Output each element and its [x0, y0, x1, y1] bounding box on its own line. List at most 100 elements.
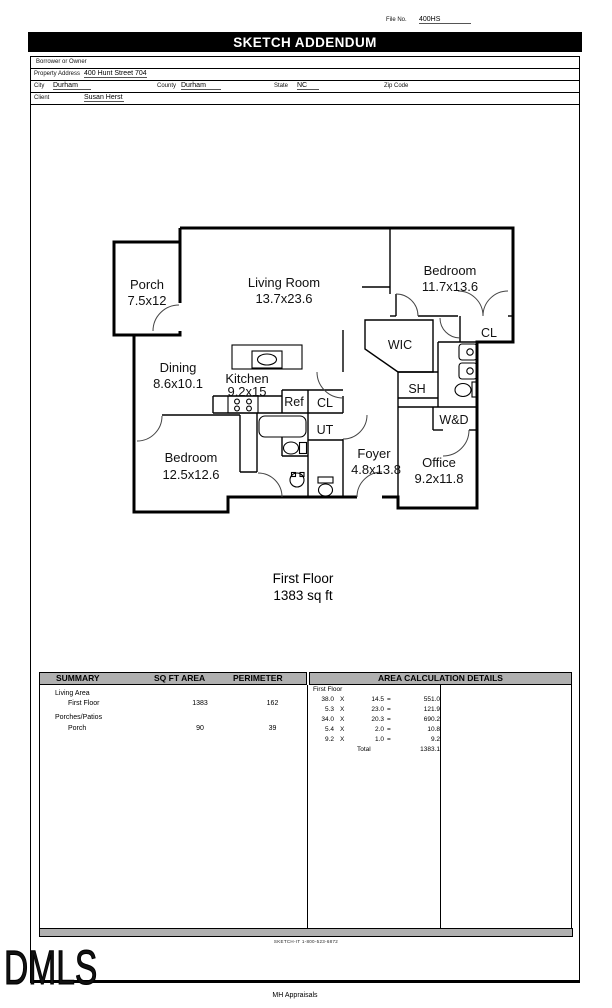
room-label-office: Office: [422, 455, 456, 470]
summary-header-bar: SUMMARY SQ FT AREA PERIMETER: [39, 672, 307, 685]
bedroom2-door-arc: [136, 415, 163, 442]
calc-total-label: Total: [357, 746, 371, 753]
calc-row4-b: 1.0: [374, 736, 384, 743]
room-label-porch: Porch: [130, 277, 164, 292]
calc-row0-eq: =: [387, 696, 391, 703]
kitchen-door-arc: [316, 371, 344, 399]
wic-walls: [364, 319, 434, 373]
room-label-utility: UT: [317, 423, 334, 437]
room-label-wic: WIC: [388, 338, 412, 352]
page-title: SKETCH ADDENDUM: [233, 34, 377, 50]
floor-area-label: First Floor 1383 sq ft: [193, 571, 413, 604]
company-name: MH Appraisals: [272, 992, 318, 999]
sketch-software-attribution: SKETCH-IT 1-800-523-6872: [273, 939, 339, 944]
bath-door-arc: [257, 472, 283, 498]
calc-total-value: 1383.1: [420, 746, 440, 753]
room-label-washer-dryer: W&D: [439, 413, 468, 427]
calc-row2-b: 20.3: [371, 716, 384, 723]
summary-group-1: Porches/Patios: [55, 714, 103, 721]
room-label-bedroom2: Bedroom: [165, 450, 218, 465]
room-dims-bedroom1: 11.7x13.6: [422, 279, 478, 294]
calc-row0-x: X: [340, 696, 345, 703]
calc-section-title: First Floor: [313, 686, 343, 693]
calc-row2-eq: =: [387, 716, 391, 723]
calc-row3-c: 10.8: [427, 726, 440, 733]
pedestal-sink-icon: [289, 471, 305, 488]
kitchen-island-sink-icon: [231, 344, 303, 370]
hall-door-arc: [342, 414, 368, 440]
floor-sqft: 1383 sq ft: [273, 587, 333, 603]
table-divider-1: [307, 685, 308, 928]
wic-door-arc: [439, 317, 461, 339]
room-dims-foyer: 4.8x13.8: [351, 462, 401, 477]
calc-row1-c: 121.9: [423, 706, 440, 713]
sqft-col-header: SQ FT AREA: [154, 673, 206, 683]
door-arcs: [136, 290, 509, 498]
borrower-label: Borrower or Owner: [36, 59, 87, 65]
zip-code-label: Zip Code: [384, 83, 409, 89]
summary-col-header: SUMMARY: [56, 673, 100, 683]
floor-name: First Floor: [272, 571, 334, 586]
state-value: NC: [297, 82, 319, 90]
closet-double-door-arc-left: [457, 290, 484, 317]
dmls-watermark: DMLS: [4, 944, 98, 995]
room-dims-office: 9.2x11.8: [415, 471, 464, 486]
summary-group-0: Living Area: [55, 690, 90, 697]
calc-row0-a: 38.0: [321, 696, 334, 703]
table-right-border: [571, 685, 572, 928]
room-label-ref: Ref: [284, 395, 304, 409]
calc-row0-b: 14.5: [371, 696, 384, 703]
calc-row4-x: X: [340, 736, 345, 743]
summary-item-1: Porch: [68, 725, 87, 732]
office-door-arc: [442, 429, 470, 457]
room-label-bedroom1: Bedroom: [424, 263, 477, 278]
bath-sink-icon: [282, 441, 308, 455]
fixtures: [227, 343, 478, 497]
state-label: State: [274, 83, 289, 89]
calc-row4-eq: =: [387, 736, 391, 743]
calc-row2-x: X: [340, 716, 345, 723]
calc-row1-eq: =: [387, 706, 391, 713]
toilet-side-icon: [454, 381, 478, 398]
file-no-value: 400HS: [419, 16, 471, 24]
stove-icon: [227, 395, 259, 414]
calc-row1-x: X: [340, 706, 345, 713]
calc-details-header-bar: AREA CALCULATION DETAILS: [309, 672, 572, 685]
perimeter-col-header: PERIMETER: [233, 673, 283, 683]
calc-row2-c: 690.2: [423, 716, 440, 723]
summary-item-0: First Floor: [68, 700, 100, 707]
calc-row3-x: X: [340, 726, 345, 733]
porch-walls: [112, 240, 182, 337]
toilet-icon: [317, 476, 334, 497]
room-dims-porch: 7.5x12: [127, 293, 166, 308]
table-divider-2: [440, 685, 441, 928]
floor-plan: Porch 7.5x12 Living Room 13.7x23.6 Bedro…: [112, 226, 515, 514]
room-dims-living-room: 13.7x23.6: [255, 291, 312, 306]
room-dims-kitchen: 9.2x15: [227, 384, 266, 399]
closet-double-door-arc-right: [482, 290, 509, 317]
summary-sqft-0: 1383: [192, 700, 208, 707]
property-address-value: 400 Hunt Street 704: [84, 70, 147, 78]
room-labels: Porch 7.5x12 Living Room 13.7x23.6 Bedro…: [127, 263, 497, 486]
room-label-kitchen: Kitchen: [225, 371, 268, 386]
interior-walls: [162, 228, 513, 508]
city-value: Durham: [53, 82, 91, 90]
porch-door-arc: [152, 304, 180, 332]
calc-row3-eq: =: [387, 726, 391, 733]
bedroom1-door-arc: [395, 293, 419, 317]
title-bar: SKETCH ADDENDUM: [28, 32, 582, 52]
bathtub-icon: [258, 415, 307, 438]
client-value: Susan Herst: [84, 94, 124, 102]
table-left-border: [39, 685, 40, 928]
room-dims-dining: 8.6x10.1: [153, 376, 203, 391]
calc-row4-a: 9.2: [324, 736, 334, 743]
room-label-dining: Dining: [160, 360, 197, 375]
sketch-area-box: [30, 104, 580, 983]
calc-row3-a: 5.4: [324, 726, 334, 733]
county-label: County: [157, 83, 177, 89]
calc-details-header: AREA CALCULATION DETAILS: [378, 673, 503, 683]
watermark-text: DMLS: [4, 944, 97, 994]
client-label: Client: [34, 95, 50, 101]
property-address-label: Property Address: [34, 71, 81, 77]
